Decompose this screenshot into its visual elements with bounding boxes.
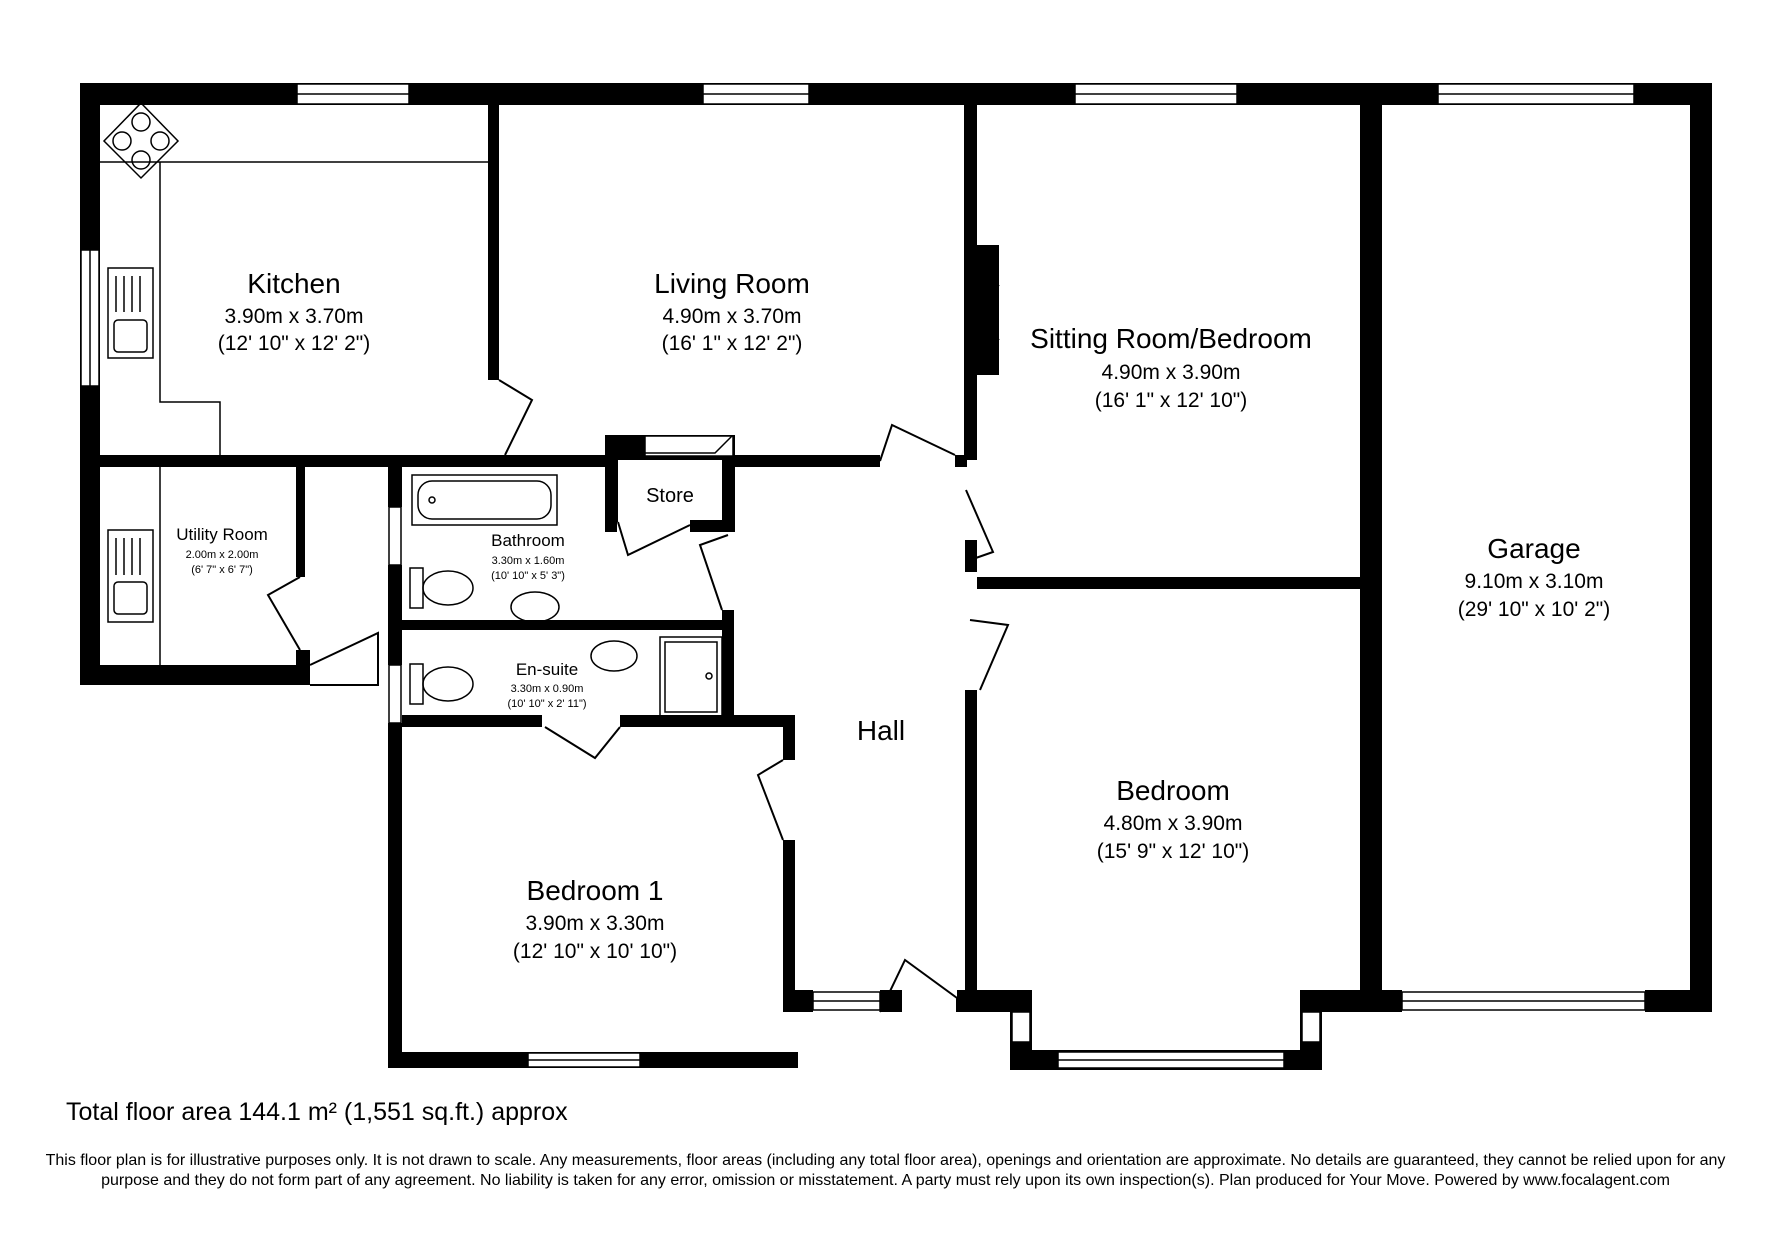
- bedroom-metric: 4.80m x 3.90m: [1104, 812, 1243, 835]
- ensuite-imperial: (10' 10" x 2' 11"): [507, 698, 586, 710]
- garage-metric: 9.10m x 3.10m: [1465, 570, 1604, 593]
- doors: [266, 379, 1010, 1013]
- hob-icon: [102, 101, 180, 180]
- bedroom-name: Bedroom: [1116, 775, 1230, 806]
- bedroom-imperial: (15' 9" x 12' 10"): [1097, 840, 1250, 863]
- sitting-imperial: (16' 1" x 12' 10"): [1095, 389, 1248, 412]
- garage-imperial: (29' 10" x 10' 2"): [1458, 598, 1611, 621]
- bedroom1-name: Bedroom 1: [527, 875, 664, 906]
- utility-name: Utility Room: [176, 525, 268, 544]
- utility-metric: 2.00m x 2.00m: [186, 549, 259, 561]
- kitchen-metric: 3.90m x 3.70m: [225, 305, 364, 328]
- bedroom1-imperial: (12' 10" x 10' 10"): [513, 940, 677, 963]
- store-name: Store: [646, 485, 694, 507]
- living-name: Living Room: [654, 268, 810, 299]
- bedroom1-metric: 3.90m x 3.30m: [526, 912, 665, 935]
- kitchen-imperial: (12' 10" x 12' 2"): [218, 332, 371, 355]
- bathroom-imperial: (10' 10" x 5' 3"): [491, 570, 565, 582]
- utility-imperial: (6' 7" x 6' 7"): [191, 564, 253, 576]
- living-imperial: (16' 1" x 12' 2"): [662, 332, 803, 355]
- bathroom-basin-icon: [510, 591, 560, 623]
- utility-sink-icon: [107, 529, 154, 623]
- ensuite-name: En-suite: [516, 660, 578, 679]
- kitchen-name: Kitchen: [247, 268, 340, 299]
- bathroom-metric: 3.30m x 1.60m: [492, 555, 565, 567]
- bathroom-name: Bathroom: [491, 531, 565, 550]
- ensuite-metric: 3.30m x 0.90m: [511, 683, 584, 695]
- disclaimer-text: This floor plan is for illustrative purp…: [45, 1152, 1726, 1189]
- total-floor-area: Total floor area 144.1 m² (1,551 sq.ft.)…: [66, 1098, 568, 1126]
- hall-name: Hall: [857, 715, 905, 746]
- bathroom-toilet-icon: [409, 567, 474, 609]
- windows: [80, 83, 1646, 1069]
- shower-icon: [659, 636, 723, 718]
- kitchen-sink-icon: [107, 267, 154, 359]
- garage-name: Garage: [1487, 533, 1580, 564]
- fittings: [100, 101, 1000, 718]
- sitting-name: Sitting Room/Bedroom: [1030, 323, 1312, 354]
- bath-icon: [411, 474, 558, 526]
- ensuite-toilet-icon: [409, 663, 474, 705]
- ensuite-basin-icon: [590, 640, 638, 672]
- walls: [80, 83, 1712, 1070]
- living-metric: 4.90m x 3.70m: [663, 305, 802, 328]
- sitting-metric: 4.90m x 3.90m: [1102, 361, 1241, 384]
- room-labels: Kitchen 3.90m x 3.70m (12' 10" x 12' 2")…: [176, 268, 1610, 963]
